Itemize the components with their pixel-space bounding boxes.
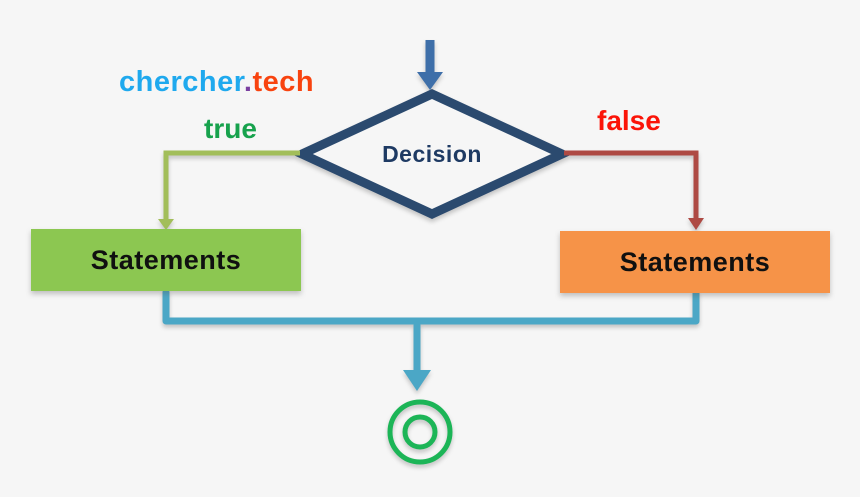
false-branch-connector <box>564 150 704 230</box>
false-statements-label: Statements <box>619 246 771 277</box>
brand-logo-dot: . <box>243 66 253 98</box>
start-arrow-icon <box>417 40 443 90</box>
brand-logo-part1: chercher <box>119 66 244 98</box>
true-statements-label: Statements <box>90 244 242 275</box>
decision-label: Decision <box>382 141 482 167</box>
merge-connector <box>162 288 700 325</box>
end-arrow-icon <box>403 321 431 391</box>
false-statements-box: Statements <box>560 231 830 293</box>
true-statements-box: Statements <box>31 229 301 291</box>
end-terminator-icon <box>387 399 453 465</box>
false-branch-label: false <box>597 105 661 136</box>
true-branch-connector <box>158 150 300 230</box>
decision-diamond <box>291 89 573 219</box>
brand-logo-part2: tech <box>252 66 315 98</box>
true-branch-label: true <box>204 113 257 144</box>
brand-logo: chercher.tech <box>119 66 314 99</box>
